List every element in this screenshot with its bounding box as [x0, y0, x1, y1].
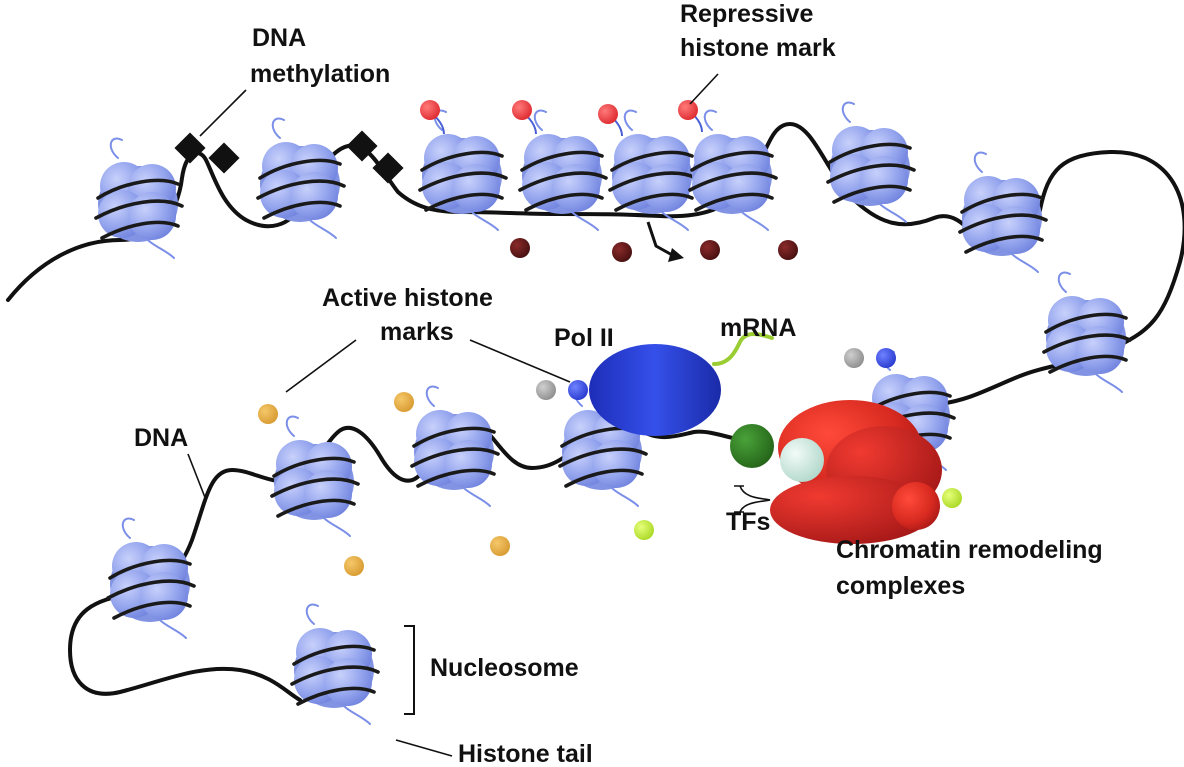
label-remodeling-1: Chromatin remodeling [836, 536, 1103, 564]
nucleosome-top-8 [958, 150, 1048, 274]
label-remodeling-2: complexes [836, 572, 965, 600]
tf-green [730, 424, 774, 468]
label-mrna: mRNA [720, 314, 796, 342]
pol2-complex [589, 344, 721, 436]
remodeling-complex [770, 400, 942, 544]
nucleosome-top-7 [826, 100, 916, 224]
label-pol2: Pol II [554, 324, 614, 352]
nucleosome-top-5 [608, 108, 698, 232]
label-repressive-2: histone mark [680, 34, 836, 62]
nucleosome-bottom-left [106, 516, 196, 640]
label-dna: DNA [134, 424, 188, 452]
active-marks [258, 392, 510, 576]
mrna-strand [712, 332, 774, 366]
label-repressive-1: Repressive [680, 0, 814, 28]
nucleosome-bottom-2 [410, 384, 500, 508]
nucleosome-right [1042, 270, 1132, 394]
label-active-2: marks [380, 318, 454, 346]
marks-gray-blue [536, 348, 962, 540]
label-dna-methylation-1: DNA [252, 24, 306, 52]
label-active-1: Active histone [322, 284, 493, 312]
label-dna-methylation-2: methylation [250, 60, 390, 88]
repressive-marks-red [420, 100, 703, 137]
tf-pale [780, 438, 824, 482]
label-nucleosome: Nucleosome [430, 654, 579, 682]
label-tfs: TFs [726, 508, 770, 536]
arrow-icon [646, 221, 684, 262]
label-histone-tail: Histone tail [458, 740, 593, 767]
repressive-marks-dark [510, 238, 798, 262]
leader-lines [187, 73, 771, 757]
nucleosome-bottom-1 [270, 414, 360, 538]
nucleosome-labeled [290, 602, 380, 726]
nucleosome-top-2 [256, 116, 346, 240]
methylation-marks [174, 130, 404, 184]
